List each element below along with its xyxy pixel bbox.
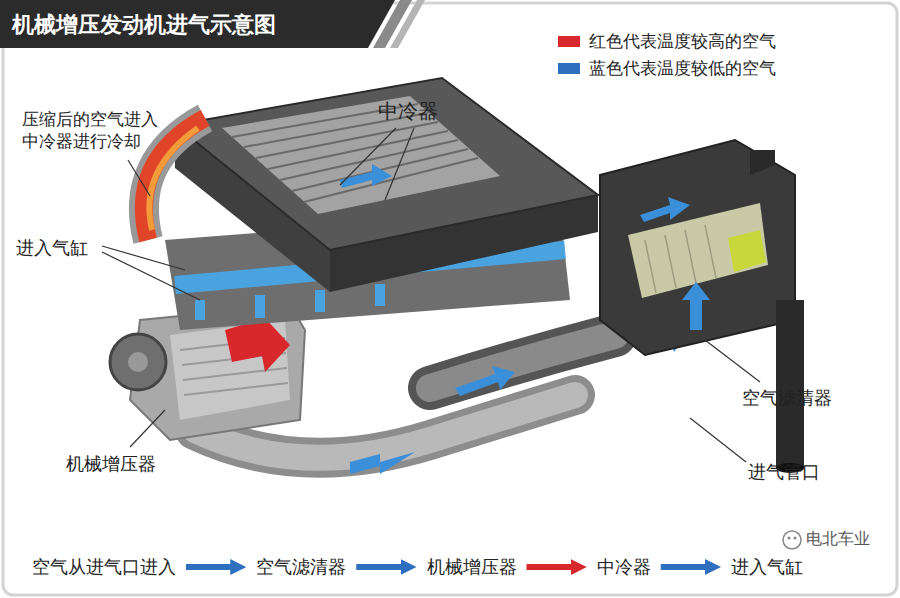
flow-step: 中冷器	[595, 553, 653, 581]
frame	[3, 3, 897, 595]
runners	[200, 284, 380, 320]
callout-text: 压缩后的空气进入 中冷器进行冷却	[22, 108, 182, 152]
filter-pleats	[645, 225, 716, 293]
flow-step: 进入气缸	[729, 553, 805, 581]
flow-step-text: 空气从进气口进入	[32, 556, 176, 577]
title-banner	[0, 0, 395, 48]
flow-arrow	[527, 564, 573, 570]
flow-arrow	[340, 164, 392, 188]
pulley	[110, 334, 166, 390]
watermark-icon	[783, 531, 801, 549]
flow-arrow	[682, 282, 710, 330]
flow-step: 空气从进气口进入	[30, 553, 178, 581]
legend-row: 蓝色代表温度较低的空气	[558, 57, 776, 80]
banner-stripe	[390, 0, 425, 48]
flow-step-text: 空气滤清器	[256, 556, 346, 577]
filter-tip	[728, 230, 766, 272]
leader-lines	[102, 128, 760, 462]
intake-pipe	[776, 300, 804, 468]
pulley-hub	[128, 352, 148, 372]
air-filter-lid	[750, 150, 775, 175]
part-label: 中冷器	[378, 98, 438, 124]
hot-tube-shell	[144, 118, 205, 240]
flow-step: 空气滤清器	[254, 553, 348, 581]
flow-arrow	[661, 564, 707, 570]
legend-text: 蓝色代表温度较低的空气	[589, 57, 776, 80]
flow-step-text: 进入气缸	[731, 556, 803, 577]
flow-arrow	[455, 366, 515, 396]
diagram-title: 机械增压发动机进气示意图	[12, 10, 276, 40]
part-label: 机械增压器	[66, 452, 156, 475]
intake-duct	[430, 335, 615, 388]
intercooler-core	[222, 96, 500, 214]
part-label: 进气管口	[748, 460, 820, 483]
legend-swatch	[558, 63, 580, 74]
flow-arrow	[350, 452, 415, 474]
hot-tube	[144, 118, 205, 240]
intercooler-top	[175, 78, 598, 250]
part-label: 进入气缸	[16, 236, 88, 259]
flow-arrow	[186, 564, 232, 570]
intake-duct	[430, 335, 615, 388]
watermark-icon	[794, 537, 797, 540]
hot-air-arrow	[225, 318, 290, 372]
legend-text: 红色代表温度较高的空气	[589, 30, 776, 53]
legend-swatch	[558, 36, 580, 47]
flow-arrow	[356, 564, 402, 570]
flow-step-text: 机械增压器	[427, 556, 517, 577]
flow-step-text: 中冷器	[597, 556, 651, 577]
hot-tube-glow	[149, 128, 198, 230]
flow-arrow	[640, 197, 690, 222]
air-filter-box	[600, 140, 795, 355]
intercooler-fins	[232, 104, 478, 202]
legend-row: 红色代表温度较高的空气	[558, 30, 776, 53]
watermark: 电北车业	[806, 529, 870, 550]
flow-step: 机械增压器	[425, 553, 519, 581]
watermark-icon	[788, 537, 791, 540]
part-label: 空气滤清器	[742, 386, 832, 409]
